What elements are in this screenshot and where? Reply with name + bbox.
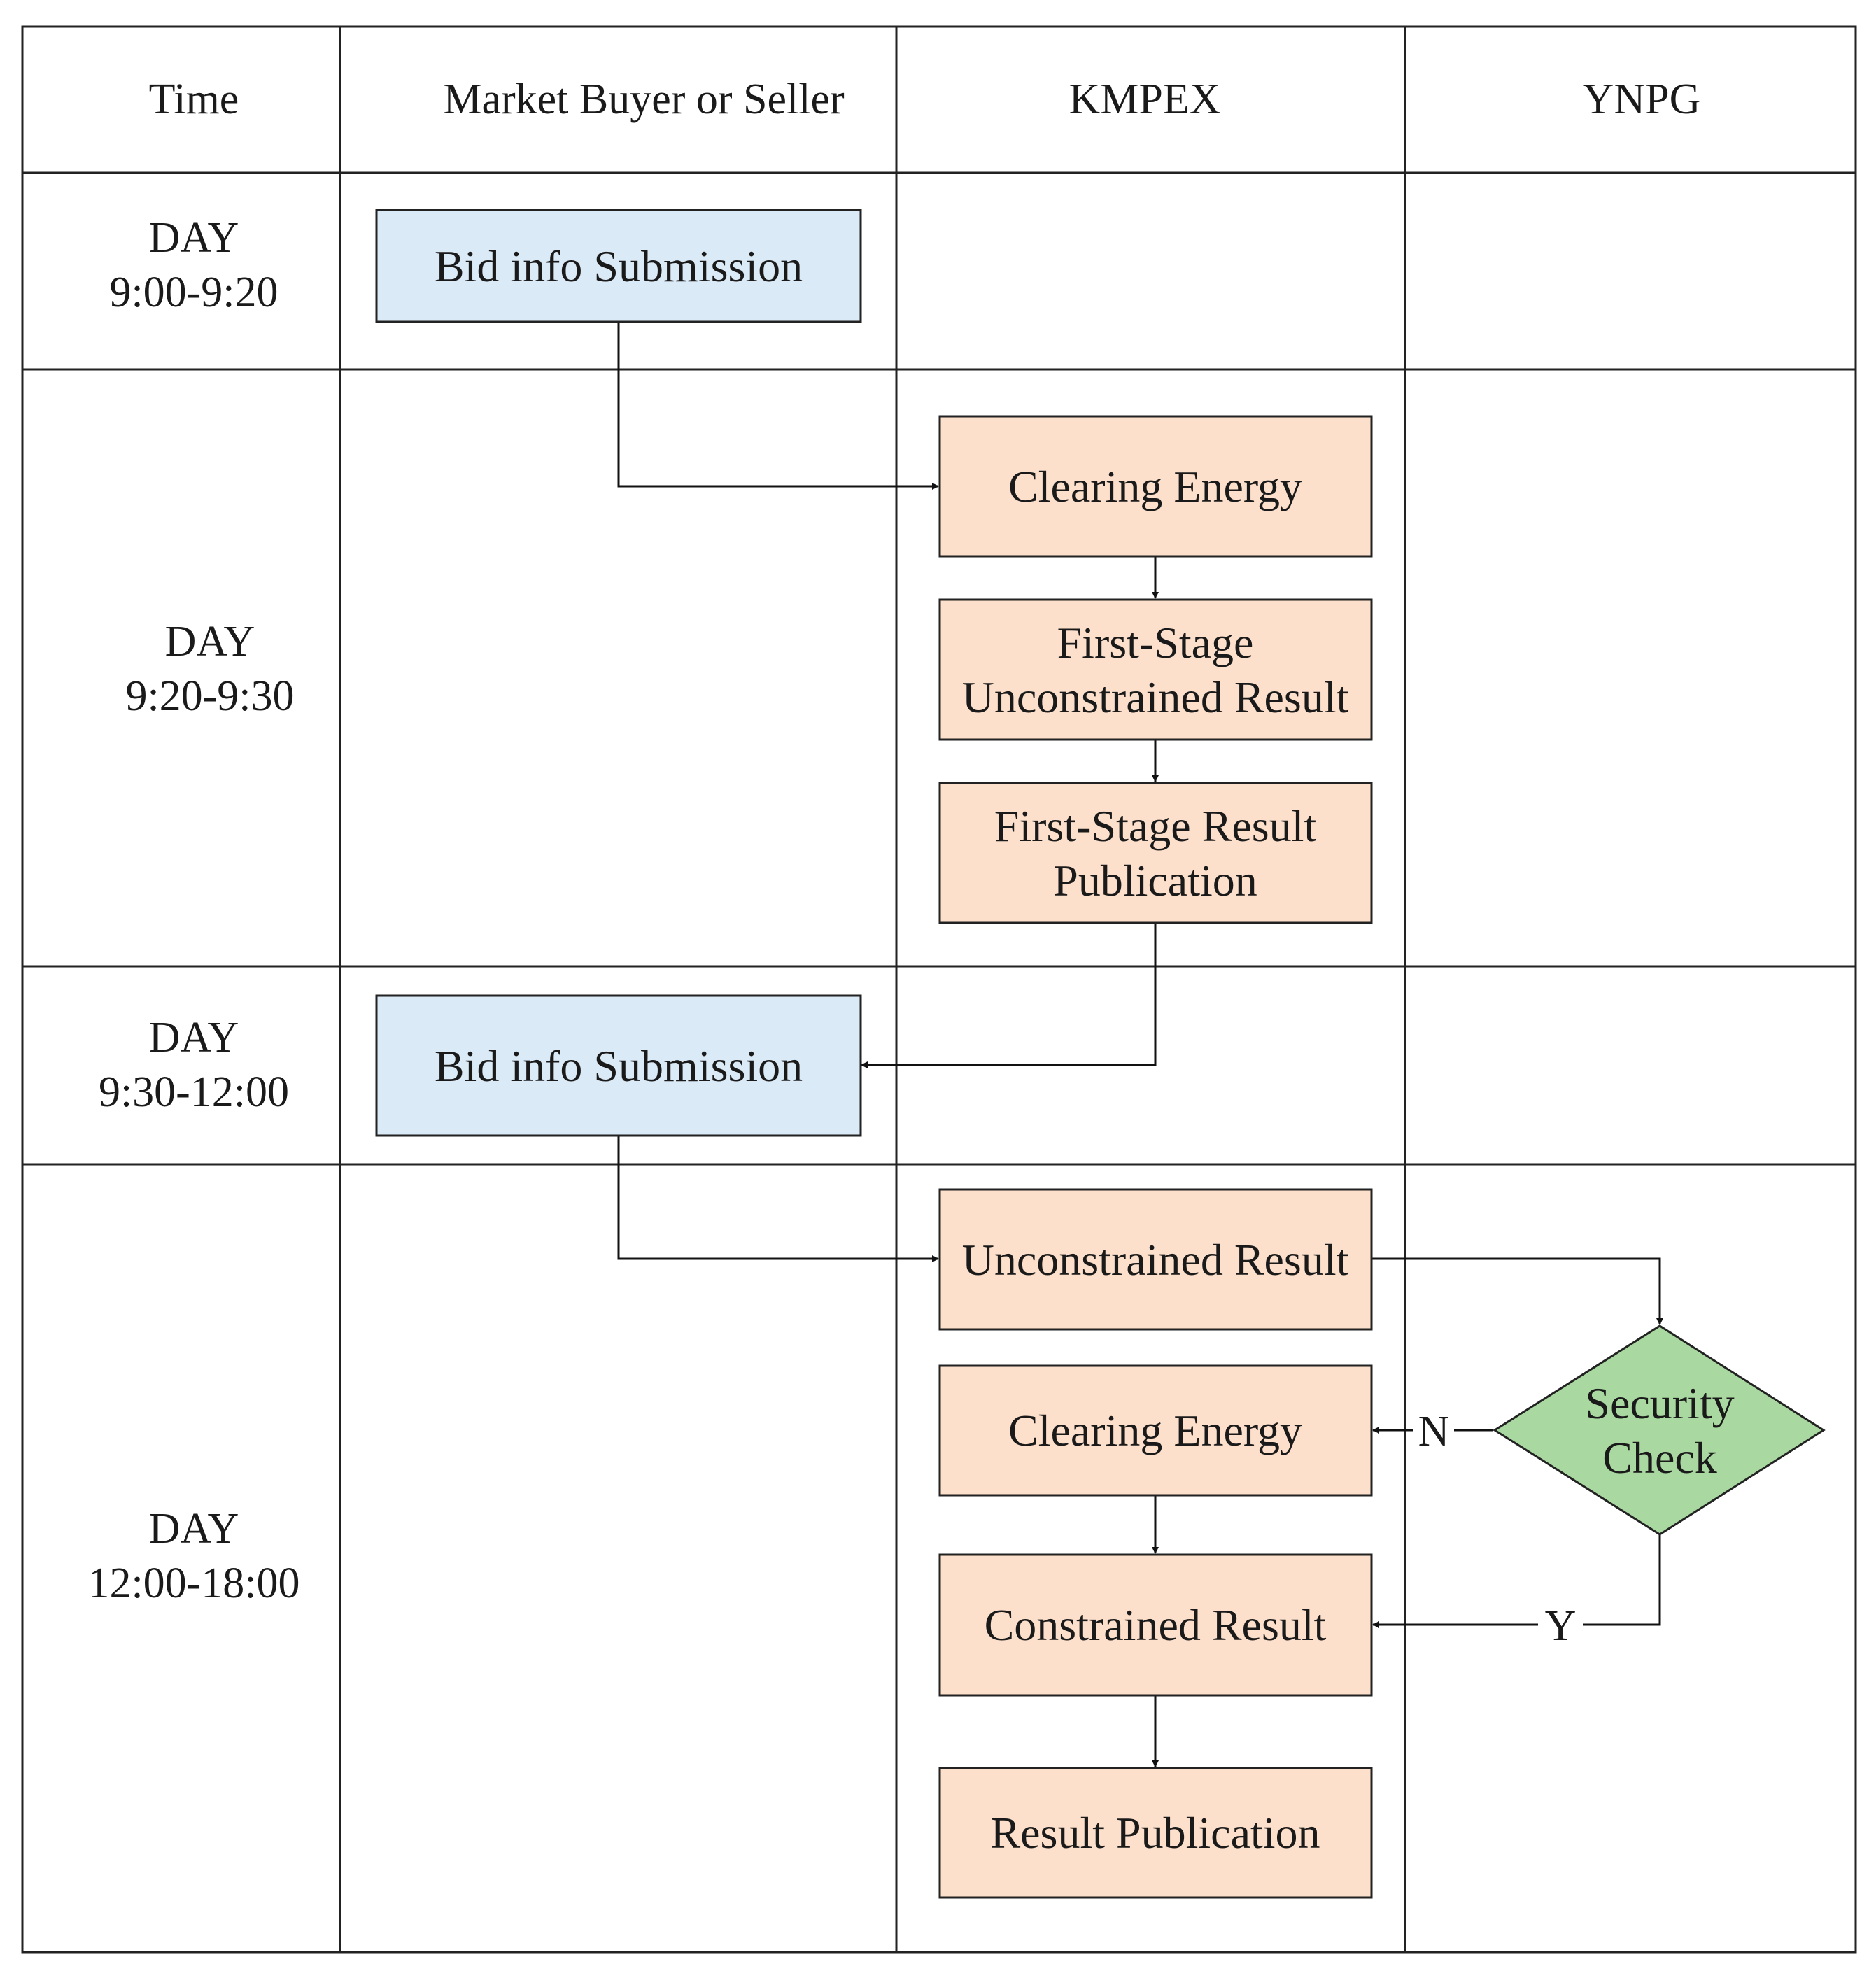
arrow-security-yes-top [1583, 1534, 1661, 1626]
arrow-unconstrained-to-security [1371, 1257, 1663, 1325]
node-label-line: Unconstrained Result [962, 672, 1349, 722]
time-row-4-range: 12:00-18:00 [87, 1560, 299, 1607]
header-grid: YNPG [1583, 76, 1701, 123]
node-label: Clearing Energy [1008, 462, 1302, 511]
bid-submission-node-2: Bid info Submission [375, 994, 862, 1137]
time-row-1-day: DAY [149, 214, 239, 262]
time-row-2-range: 9:20-9:30 [125, 672, 294, 720]
time-row-4-day: DAY [149, 1505, 239, 1553]
node-label-line: Bid info Submission [435, 241, 803, 291]
process-nodes: Bid info Submission Clearing Energy Firs… [375, 209, 1826, 1899]
node-label-line: Publication [1053, 856, 1257, 905]
node-label: Result Publication [990, 1808, 1320, 1858]
column-headers: Time Market Buyer or Seller KMPEX YNPG [149, 76, 1701, 123]
node-label: Clearing Energy [1008, 1406, 1302, 1455]
node-label-line: Result Publication [990, 1808, 1320, 1858]
header-exchange: KMPEX [1069, 76, 1220, 123]
time-row-3-day: DAY [149, 1014, 239, 1061]
node-label: Bid info Submission [435, 241, 803, 291]
clearing-energy-node-1: Clearing Energy [938, 415, 1373, 558]
node-label-line: Unconstrained Result [962, 1235, 1349, 1285]
arrow-bid1-to-clearing1 [617, 322, 939, 490]
node-label-line: Clearing Energy [1008, 1406, 1302, 1455]
unconstrained-result-node: Unconstrained Result [938, 1188, 1373, 1331]
constrained-result-node: Constrained Result [938, 1553, 1373, 1697]
node-label-line: Constrained Result [985, 1600, 1327, 1650]
header-participant: Market Buyer or Seller [443, 76, 845, 123]
node-label-line: First-Stage [1057, 618, 1254, 667]
result-publication-node: Result Publication [938, 1767, 1373, 1899]
node-label: Unconstrained Result [962, 1235, 1349, 1285]
time-row-3-range: 9:30-12:00 [99, 1068, 289, 1116]
node-label-line: Check [1602, 1433, 1717, 1483]
clearing-energy-node-2: Clearing Energy [938, 1364, 1373, 1497]
time-row-1-range: 9:00-9:20 [109, 269, 278, 316]
arrow-bid2-to-unconstrained [617, 1136, 939, 1262]
time-column: DAY 9:00-9:20 DAY 9:20-9:30 DAY 9:30-12:… [87, 214, 299, 1607]
node-label-line: Clearing Energy [1008, 462, 1302, 511]
edge-label-no: N [1418, 1408, 1450, 1455]
connectors: N Y [617, 322, 1663, 1767]
node-label: Constrained Result [985, 1600, 1327, 1650]
node-label-line: Security [1585, 1378, 1734, 1428]
grid-outer-border [21, 25, 1857, 1954]
node-label: Bid info Submission [435, 1041, 803, 1091]
header-time: Time [149, 76, 239, 123]
arrow-publication-to-bid2 [861, 923, 1157, 1068]
node-label-line: Bid info Submission [435, 1041, 803, 1091]
edge-label-yes: Y [1545, 1602, 1577, 1650]
time-row-2-day: DAY [165, 618, 255, 665]
swimlane-grid [21, 25, 1857, 1954]
node-label-line: First-Stage Result [994, 801, 1317, 851]
bid-submission-node-1: Bid info Submission [375, 209, 862, 323]
